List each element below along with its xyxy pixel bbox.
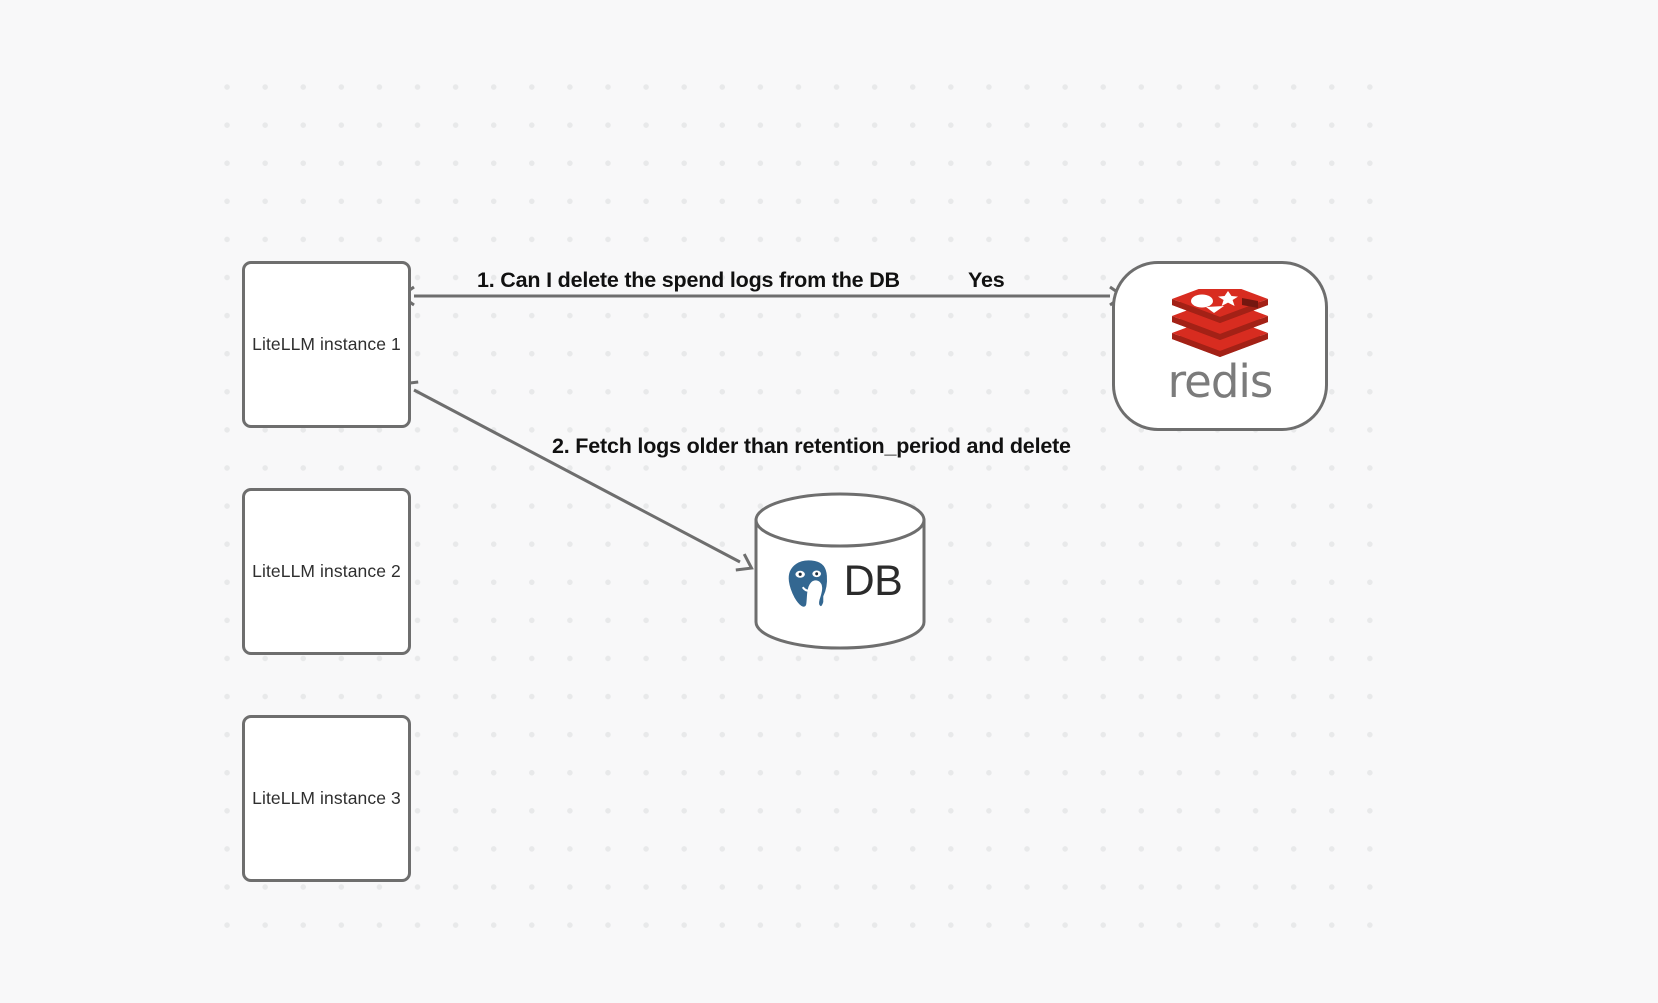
node-redis[interactable]: redis: [1112, 261, 1328, 431]
database-logo-row: DB: [753, 544, 927, 618]
postgresql-elephant-icon: [783, 555, 832, 611]
edge-litellm1-db: [400, 380, 754, 572]
node-litellm-instance-3[interactable]: LiteLLM instance 3: [242, 715, 411, 882]
redis-wordmark: redis: [1167, 354, 1274, 408]
redis-logo-icon: [1168, 280, 1272, 359]
node-litellm-instance-1[interactable]: LiteLLM instance 1: [242, 261, 411, 428]
node-database[interactable]: DB: [753, 492, 927, 650]
node-litellm-instance-3-label: LiteLLM instance 3: [252, 788, 401, 808]
node-litellm-instance-1-label: LiteLLM instance 1: [252, 334, 401, 354]
edge-label-step-1: 1. Can I delete the spend logs from the …: [477, 268, 900, 292]
database-cylinder-icon: [754, 492, 926, 650]
edge-label-step-1-reply: Yes: [968, 268, 1005, 292]
edge-label-step-2: 2. Fetch logs older than retention_perio…: [552, 434, 1071, 458]
node-litellm-instance-2-label: LiteLLM instance 2: [252, 561, 401, 581]
database-label: DB: [843, 556, 903, 605]
node-litellm-instance-2[interactable]: LiteLLM instance 2: [242, 488, 411, 655]
